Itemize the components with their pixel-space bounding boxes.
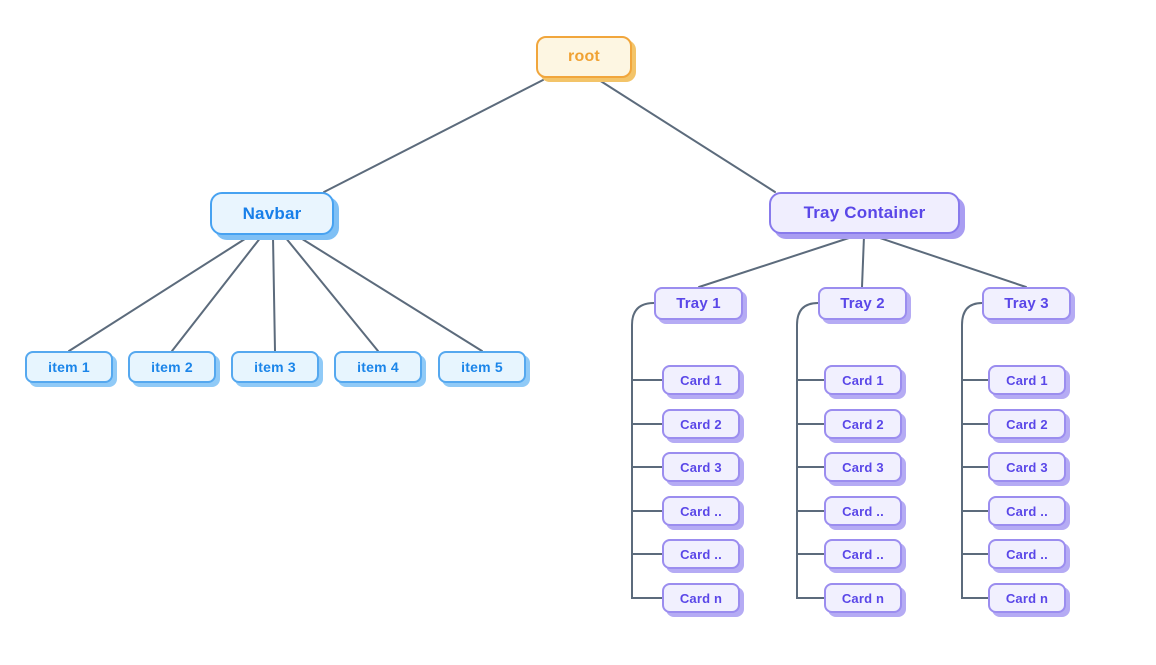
node-root: root (536, 36, 632, 78)
edge-tray-container-tray-1 (698, 235, 856, 288)
node-tray-1-card-1: Card 1 (662, 365, 740, 395)
edge-navbar-item-2 (171, 236, 262, 352)
node-tray-1: Tray 1 (654, 287, 743, 320)
node-tray-2-card-1: Card 1 (824, 365, 902, 395)
edge-navbar-item-5 (298, 236, 483, 352)
node-tray-2-card-6: Card n (824, 583, 902, 613)
edge-tray-container-tray-3 (873, 235, 1027, 288)
node-navbar-item-2: item 2 (128, 351, 216, 383)
node-tray-3-card-4: Card .. (988, 496, 1066, 526)
edge-navbar-item-3 (272, 236, 276, 352)
node-tray-2-card-4: Card .. (824, 496, 902, 526)
node-tray-3-card-5: Card .. (988, 539, 1066, 569)
node-tray-3: Tray 3 (982, 287, 1071, 320)
node-tray-1-card-5: Card .. (662, 539, 740, 569)
node-navbar-item-4: item 4 (334, 351, 422, 383)
bracket-tray-3-cards (961, 302, 989, 599)
node-tray-2-card-3: Card 3 (824, 452, 902, 482)
node-navbar-item-3: item 3 (231, 351, 319, 383)
edge-navbar-item-4 (284, 236, 379, 352)
node-navbar: Navbar (210, 192, 334, 235)
node-tray-1-card-6: Card n (662, 583, 740, 613)
node-navbar-item-5: item 5 (438, 351, 526, 383)
node-tray-container: Tray Container (769, 192, 960, 234)
edge-navbar-item-1 (68, 236, 249, 352)
edge-tray-container-tray-2 (861, 235, 865, 288)
node-tray-1-card-2: Card 2 (662, 409, 740, 439)
bracket-tray-2-cards (796, 302, 825, 599)
edge-root-navbar (323, 79, 544, 193)
node-tray-2-card-2: Card 2 (824, 409, 902, 439)
node-tray-3-card-3: Card 3 (988, 452, 1066, 482)
node-navbar-item-1: item 1 (25, 351, 113, 383)
node-tray-3-card-2: Card 2 (988, 409, 1066, 439)
edge-root-tray-container (598, 79, 776, 193)
node-tray-3-card-6: Card n (988, 583, 1066, 613)
node-tray-1-card-3: Card 3 (662, 452, 740, 482)
node-tray-2: Tray 2 (818, 287, 907, 320)
bracket-tray-1-cards (631, 302, 663, 599)
node-tray-2-card-5: Card .. (824, 539, 902, 569)
node-tray-1-card-4: Card .. (662, 496, 740, 526)
node-tray-3-card-1: Card 1 (988, 365, 1066, 395)
